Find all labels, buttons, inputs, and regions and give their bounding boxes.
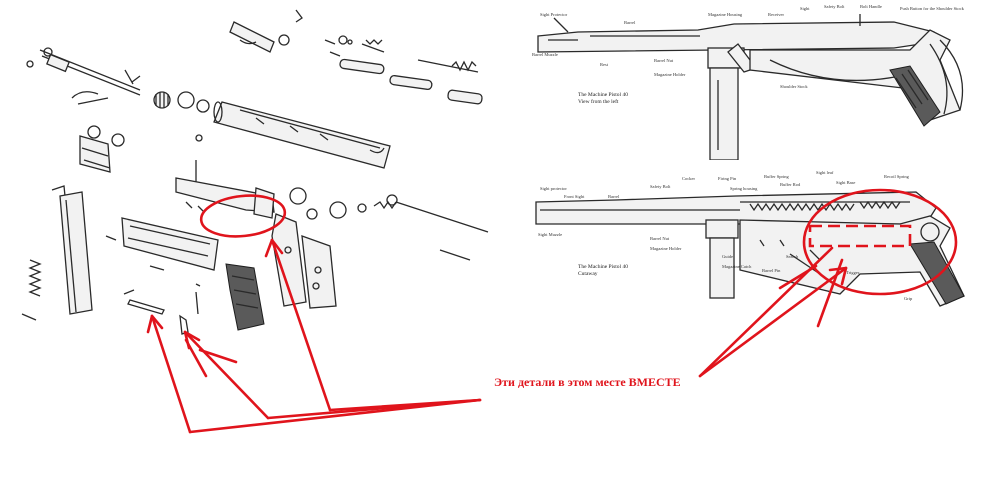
label-recoil-spring: Recoil Spring	[884, 174, 909, 179]
label-rest: Rest	[600, 62, 609, 67]
label-shoulder-stock: Shoulder Stock	[780, 84, 808, 89]
recoil-rod-assembly	[26, 47, 141, 105]
label-sight-base: Sight Base	[836, 180, 856, 185]
drum-and-rings	[153, 91, 210, 142]
label-push-button: Push Button for the Shoulder Stock	[900, 6, 964, 11]
label-sight-protector: Sight Protector	[540, 12, 568, 17]
label-magazine-holder-c: Magazine Holder	[650, 246, 682, 251]
label-sight: Sight	[800, 6, 810, 11]
label-sight-protector-c: Sight protector	[540, 186, 567, 191]
grip-plates	[271, 213, 337, 309]
annotation-text: Эти детали в этом месте ВМЕСТЕ	[494, 375, 681, 389]
label-bolt-handle: Bolt Handle	[860, 4, 882, 9]
receiver-tube	[213, 101, 391, 169]
label-barrel-pin: Barrel Pin	[762, 268, 781, 273]
right-arrows	[698, 246, 848, 378]
label-spring-housing: Spring housing	[730, 186, 758, 191]
label-sight-muzzle: Sight Muzzle	[538, 232, 563, 237]
exploded-parts-drawing	[21, 9, 489, 335]
label-barrel-muzzle: Barrel Muzzle	[532, 52, 558, 57]
left-arrows	[146, 238, 482, 434]
label-barrel: Barrel	[624, 20, 636, 25]
left-view-caption-line2: View from the left	[578, 99, 619, 105]
label-barrel-nut: Barrel Nut	[654, 58, 674, 63]
pistol-grip	[225, 263, 265, 331]
label-safety-bolt-c: Safety Bolt	[650, 184, 671, 189]
label-firing-pin: Firing Pin	[718, 176, 737, 181]
right-highlight-ellipse	[802, 188, 958, 296]
label-buffer-spring: Buffer Spring	[764, 174, 789, 179]
left-highlight-ellipse	[199, 194, 287, 238]
label-barrel-c: Barrel	[608, 194, 620, 199]
cutaway-caption-line1: The Machine Pistol 40	[578, 264, 628, 270]
label-barrel-nut-c: Barrel Nut	[650, 236, 670, 241]
tubes	[339, 58, 483, 105]
label-receiver: Receiver	[768, 12, 784, 17]
label-magazine-catch: Magazine Catch	[722, 264, 752, 269]
left-view-drawing	[537, 14, 964, 160]
bolt-assembly	[289, 187, 489, 261]
label-sight-leaf: Sight leaf	[816, 170, 834, 175]
label-search: Search	[786, 254, 799, 259]
left-parts	[21, 125, 125, 321]
cutaway-caption: The Machine Pistol 40 Cutaway	[578, 264, 628, 278]
label-buffer-rod: Buffer Rod	[780, 182, 801, 187]
label-front-sight: Front Sight	[564, 194, 585, 199]
label-magazine-holder: Magazine Holder	[654, 72, 686, 77]
cutaway-drawing	[535, 191, 965, 307]
label-guide: Guide	[722, 254, 733, 259]
label-cocker: Cocker	[682, 176, 695, 181]
dashed-highlight-rect	[808, 224, 912, 248]
lower-frame	[121, 217, 219, 271]
left-view-caption-line1: The Machine Pistol 40	[578, 92, 628, 98]
label-trigger: Trigger	[846, 270, 860, 275]
label-safety-bolt: Safety Bolt	[824, 4, 845, 9]
cutaway-caption-line2: Cutaway	[578, 271, 598, 277]
left-view-caption: The Machine Pistol 40 View from the left	[578, 92, 628, 106]
label-magazine-housing: Magazine Housing	[708, 12, 743, 17]
trigger-parts	[123, 283, 201, 335]
top-small-parts	[229, 9, 385, 57]
label-grip: Grip	[904, 296, 913, 301]
